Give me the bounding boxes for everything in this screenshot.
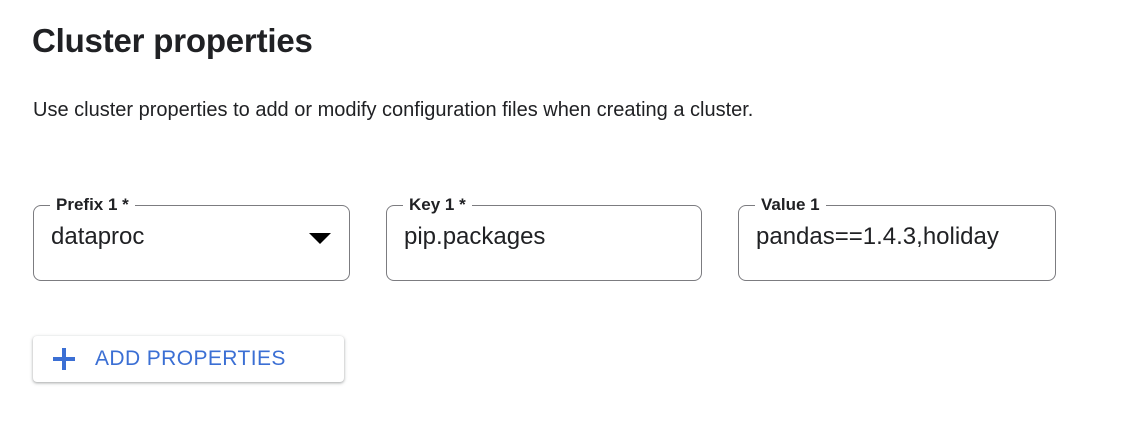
dropdown-arrow-icon[interactable] xyxy=(309,233,331,244)
prefix-field-label: Prefix 1 * xyxy=(50,195,135,215)
plus-icon xyxy=(53,348,75,370)
properties-field-row: Prefix 1 * dataproc Key 1 * pip.packages… xyxy=(33,195,1093,283)
value-input-value: pandas==1.4.3,holiday xyxy=(756,223,999,250)
key-input-value: pip.packages xyxy=(404,223,546,250)
value-field-label: Value 1 xyxy=(755,195,826,215)
page-title: Cluster properties xyxy=(32,22,313,59)
key-input-field[interactable]: Key 1 * pip.packages xyxy=(386,195,702,281)
value-input-field[interactable]: Value 1 pandas==1.4.3,holiday xyxy=(738,195,1056,281)
prefix-select-value: dataproc xyxy=(51,223,145,250)
add-properties-button[interactable]: ADD PROPERTIES xyxy=(33,336,344,382)
add-properties-label: ADD PROPERTIES xyxy=(95,347,286,370)
key-field-label: Key 1 * xyxy=(403,195,472,215)
prefix-select-field[interactable]: Prefix 1 * dataproc xyxy=(33,195,350,281)
page-description: Use cluster properties to add or modify … xyxy=(33,99,754,121)
